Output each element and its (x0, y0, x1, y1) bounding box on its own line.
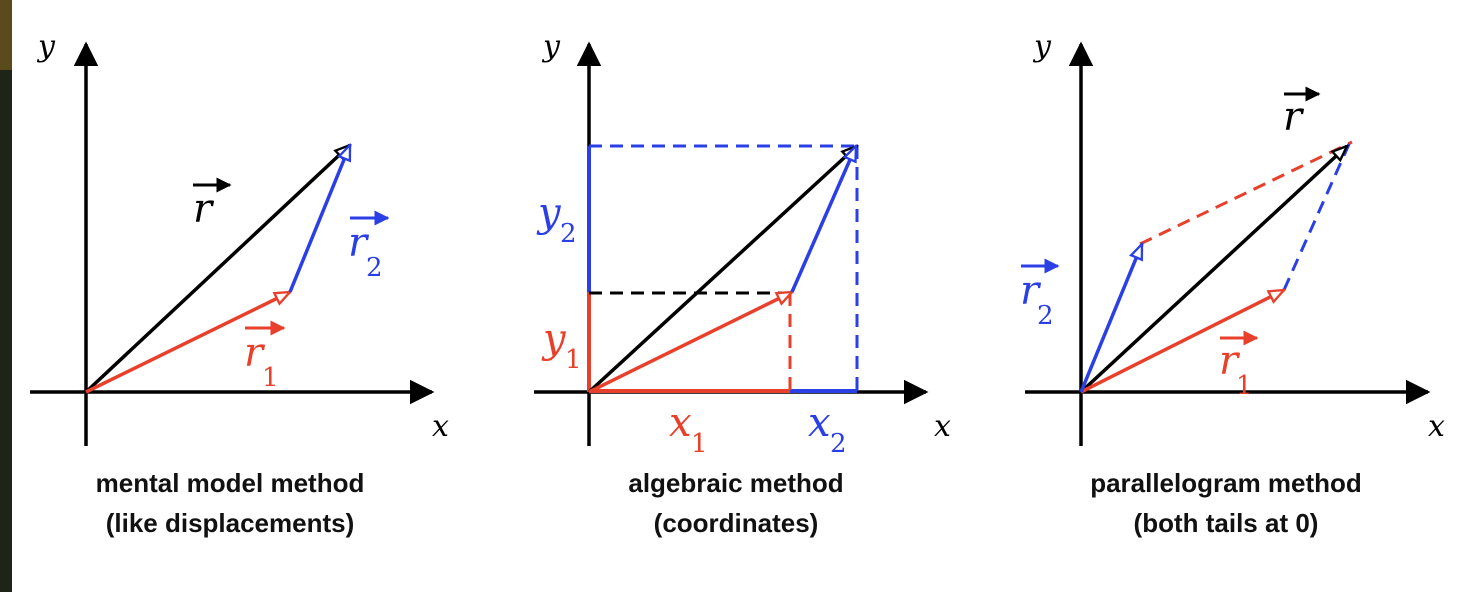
caption-subtitle: (coordinates) (654, 508, 819, 538)
left-edge-strip (0, 0, 12, 592)
label-x2: x 2 (808, 400, 847, 459)
x2-symbol: x (808, 400, 831, 446)
vector-r (587, 146, 857, 394)
r1-subscript: 1 (1236, 371, 1253, 401)
label-y2: y 2 (536, 190, 577, 249)
x-axis-label: x (934, 409, 951, 444)
r2-subscript: 2 (1037, 301, 1054, 331)
caption-title: parallelogram method (1090, 468, 1362, 498)
r1-subscript: 1 (262, 363, 279, 393)
label-r1: r 1 (244, 320, 286, 393)
y2-symbol: y (536, 190, 562, 236)
x1-subscript: 1 (691, 429, 708, 459)
label-y1: y 1 (541, 316, 582, 375)
x2-subscript: 2 (830, 429, 847, 459)
x-axis-label: x (432, 409, 449, 444)
caption-subtitle: (both tails at 0) (1134, 508, 1319, 538)
left-edge-accent (0, 0, 12, 70)
vector-r1 (85, 290, 290, 394)
label-r: r (1283, 86, 1321, 140)
x-axis-label: x (1428, 409, 1445, 444)
y-axis-label: y (36, 29, 56, 64)
y1-subscript: 1 (565, 345, 582, 375)
panel-parallelogram: y x r r 2 r 1 parallelogram method (both… (1020, 29, 1445, 538)
vector-r (84, 145, 350, 394)
dashed-side-blue (1282, 141, 1352, 291)
r2-subscript: 2 (366, 253, 383, 283)
label-x1: x 1 (669, 400, 708, 459)
label-r2: r 2 (348, 210, 390, 283)
r-symbol: r (1283, 94, 1305, 140)
panel-algebraic: y x y 2 y 1 x 1 x 2 algebraic meth (534, 29, 951, 538)
caption-title: mental model method (96, 468, 365, 498)
x1-symbol: x (669, 400, 692, 446)
label-r: r (193, 177, 232, 232)
vector-r1 (588, 290, 792, 394)
y2-subscript: 2 (560, 219, 577, 249)
r-symbol: r (193, 186, 215, 232)
y1-symbol: y (541, 316, 567, 362)
caption-subtitle: (like displacements) (106, 508, 355, 538)
panel-mental-model: y x r r 2 r 1 mental model method (like … (30, 29, 449, 538)
dashed-side-red (1139, 140, 1353, 246)
r2-symbol: r (1020, 268, 1042, 314)
vector-r2 (288, 145, 352, 293)
vector-r1 (1080, 288, 1284, 394)
y-axis-label: y (1032, 29, 1052, 64)
vector-r2 (1079, 244, 1144, 393)
vector-r2 (790, 146, 858, 293)
r1-symbol: r (244, 330, 266, 376)
vector-r (1079, 146, 1347, 394)
label-r2: r 2 (1020, 258, 1060, 331)
label-r1: r 1 (1219, 330, 1259, 401)
r2-symbol: r (348, 220, 370, 266)
y-axis-label: y (541, 29, 561, 64)
caption-title: algebraic method (628, 468, 843, 498)
r1-symbol: r (1219, 338, 1241, 384)
